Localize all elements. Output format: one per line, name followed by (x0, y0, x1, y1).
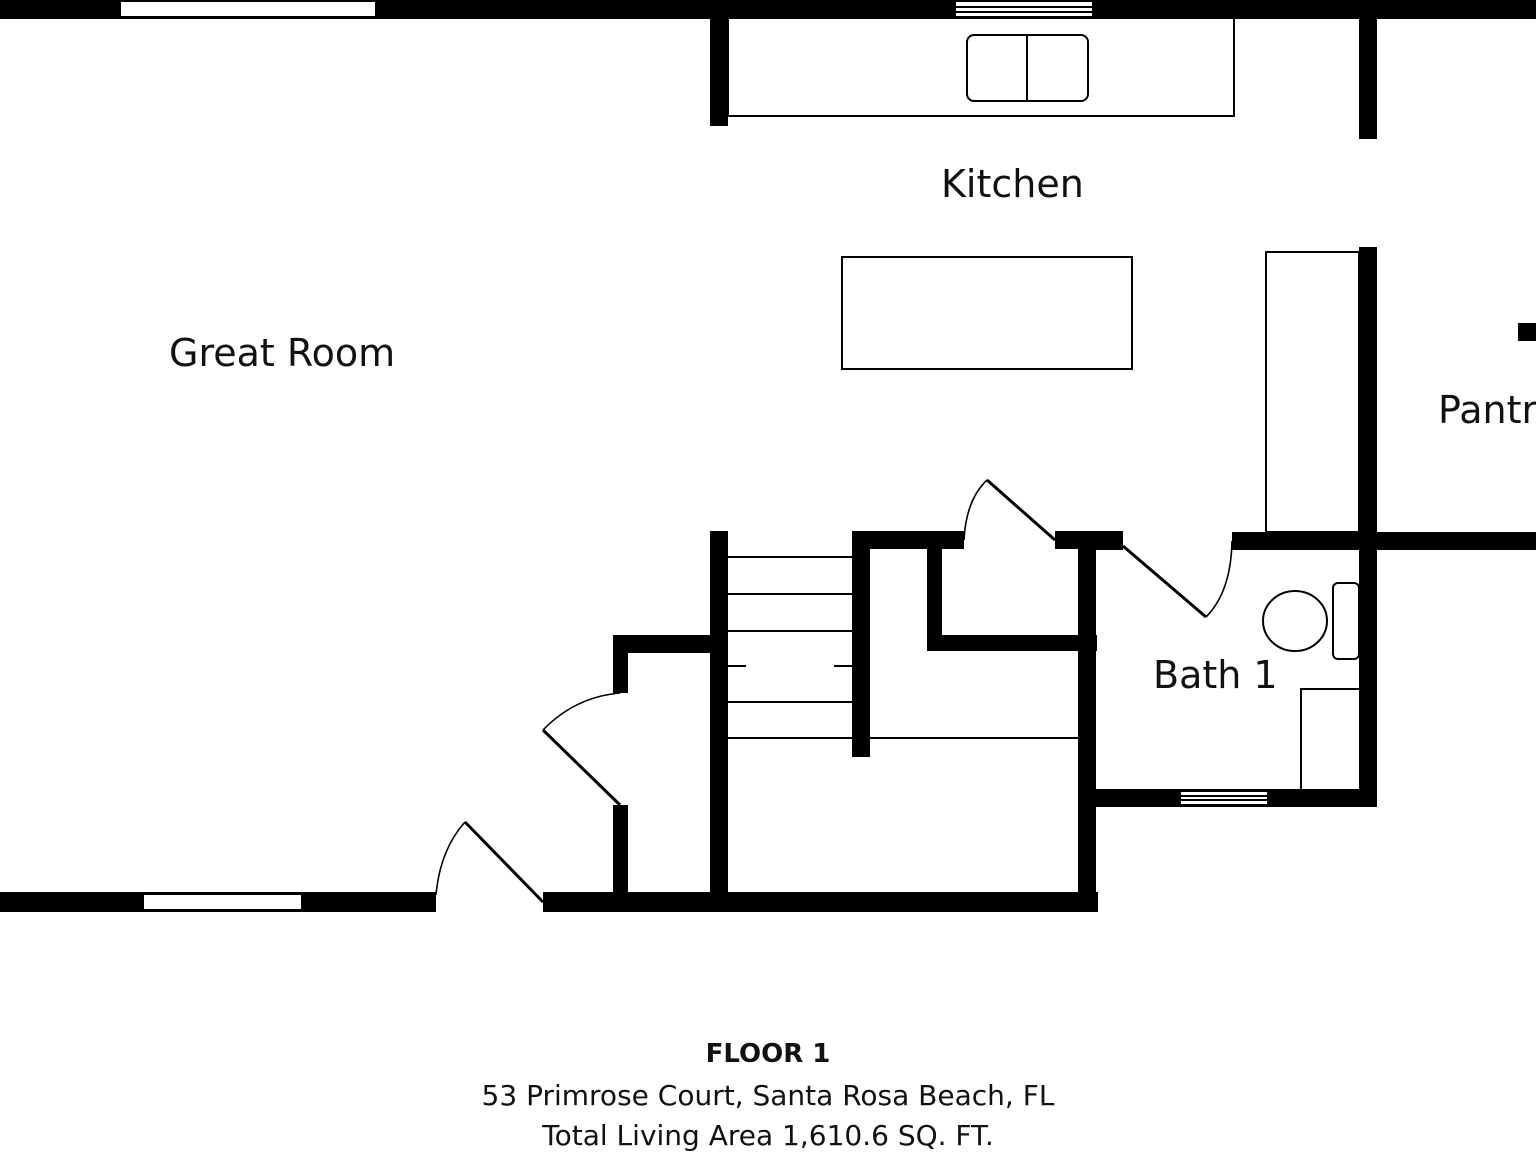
window-top-left (119, 0, 377, 18)
room-label-kitchen: Kitchen (941, 162, 1084, 206)
door-bath (1122, 540, 1233, 619)
pantry-cabinet (1265, 251, 1360, 533)
wall-bath-top (1078, 546, 1123, 550)
wall-closet-left-upper (613, 635, 628, 693)
wall-closet-top (613, 635, 728, 653)
kitchen-counter (727, 19, 1235, 117)
wall-stair-left (710, 531, 728, 901)
staircase (728, 556, 1078, 739)
wall-pantry-bottom (1232, 532, 1536, 550)
kitchen-fixtures (727, 19, 1360, 533)
bath-vanity (1300, 688, 1359, 789)
door-entry (435, 820, 545, 904)
wall-hall-top-left (852, 531, 964, 549)
total-living-area: Total Living Area 1,610.6 SQ. FT. (542, 1119, 994, 1152)
window-bottom-left (142, 893, 303, 911)
door-hall-closet (963, 478, 1056, 542)
windows (119, 0, 1269, 911)
wall-pantry-right-stub (1518, 323, 1536, 341)
wall-stair-right (852, 531, 870, 757)
bath-fixtures (1262, 582, 1360, 789)
wall-bath-left (1078, 531, 1096, 912)
kitchen-island (841, 256, 1133, 370)
room-label-bath: Bath 1 (1153, 653, 1278, 697)
toilet-tank (1332, 582, 1360, 660)
wall-kitchen-right-stub (1359, 19, 1377, 139)
room-label-pantry: Pantry (1438, 388, 1536, 432)
property-address: 53 Primrose Court, Santa Rosa Beach, FL (481, 1079, 1055, 1112)
wall-hall-inner-bottom (927, 635, 1097, 651)
window-bath (1179, 790, 1269, 806)
wall-bottom-center (543, 892, 1098, 912)
doors (435, 478, 1233, 904)
wall-kitchen-left-stub (710, 19, 728, 126)
wall-hall-inner-left (927, 531, 942, 651)
wall-top-exterior (0, 0, 1536, 19)
room-labels: Great Room Kitchen Pantry Bath 1 (169, 162, 1536, 697)
room-label-great-room: Great Room (169, 331, 395, 375)
door-closet (541, 692, 622, 807)
wall-pantry-left (1359, 247, 1377, 807)
toilet-bowl (1262, 590, 1328, 652)
floor-title: FLOOR 1 (705, 1039, 831, 1069)
wall-closet-left-lower (613, 805, 628, 900)
window-top-center (954, 0, 1094, 18)
